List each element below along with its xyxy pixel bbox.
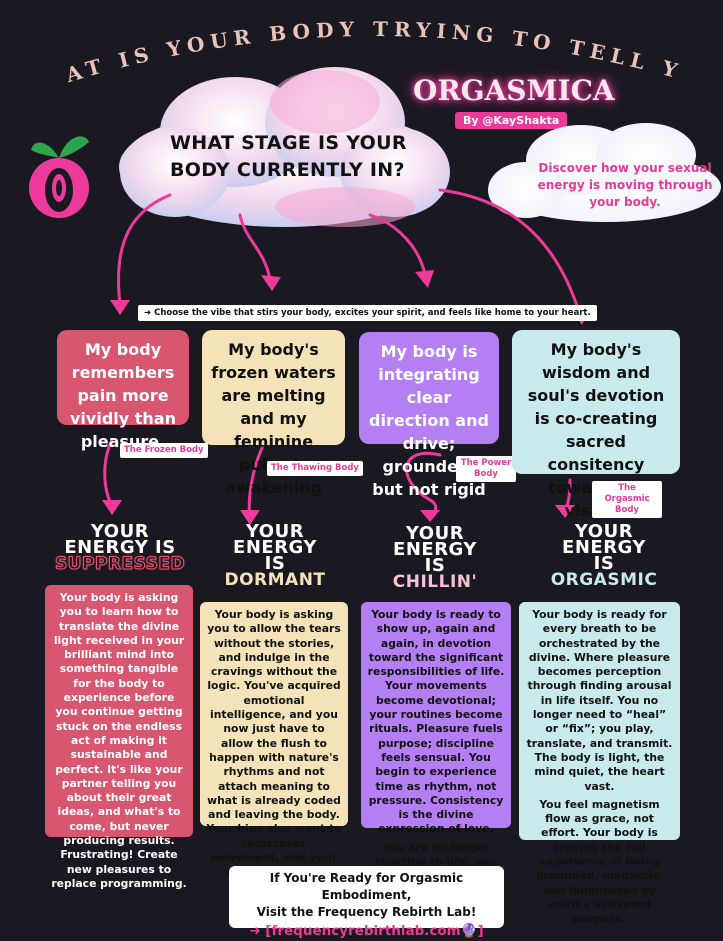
tag-orgasmic-body: The Orgasmic Body <box>592 481 662 518</box>
desc-dormant: Your body is asking you to allow the tea… <box>200 602 348 893</box>
question-line-2: BODY CURRENTLY IN? <box>170 159 405 181</box>
stage-statement-orgasmic[interactable]: My body's wisdom and soul's devotion is … <box>512 330 680 520</box>
stage-statement-frozen[interactable]: My body remembers pain more vividly than… <box>57 330 189 451</box>
desc-suppressed: Your body is asking you to learn how to … <box>45 585 193 890</box>
footer-line-2: Visit the Frequency Rebirth Lab! <box>256 905 477 919</box>
footer-line-1: If You're Ready for Orgasmic Embodiment, <box>269 871 464 902</box>
brand-title: ORGASMICA <box>413 74 615 107</box>
footer-link[interactable]: ➜ [frequencyrebirthlab.com🔮] <box>249 923 484 939</box>
tag-thawing-body: The Thawing Body <box>267 461 363 476</box>
energy-heading-dormant: YOUR ENERGY IS DORMANT <box>224 521 326 590</box>
brand-logo-icon <box>29 136 89 218</box>
energy-heading-suppressed: YOUR ENERGY IS SUPPRESSED <box>54 521 186 574</box>
desc-orgasmic: Your body is ready for every breath to b… <box>519 602 680 925</box>
energy-heading-chillin: YOUR ENERGY IS CHILLIN' <box>392 523 478 592</box>
stage-statement-thawing[interactable]: My body's frozen waters are melting and … <box>202 330 345 497</box>
energy-heading-orgasmic: YOUR ENERGY IS ORGASMIC <box>550 521 658 590</box>
main-cloud <box>119 67 450 227</box>
instruction-banner: ➜ Choose the vibe that stirs your body, … <box>138 305 597 321</box>
stage-statement-power[interactable]: My body is integrating clear direction a… <box>359 332 499 499</box>
desc-chillin: Your body is ready to show up, again and… <box>361 602 511 882</box>
stage-question: WHAT STAGE IS YOUR BODY CURRENTLY IN? <box>170 130 430 184</box>
byline-badge: By @KayShakta <box>455 112 568 129</box>
side-cloud-text: Discover how your sexual energy is movin… <box>537 161 713 209</box>
footer-cta: If You're Ready for Orgasmic Embodiment,… <box>229 866 504 939</box>
tag-frozen-body: The Frozen Body <box>120 443 208 458</box>
question-line-1: WHAT STAGE IS YOUR <box>170 132 407 154</box>
tag-power-body: The Power Body <box>456 456 516 482</box>
